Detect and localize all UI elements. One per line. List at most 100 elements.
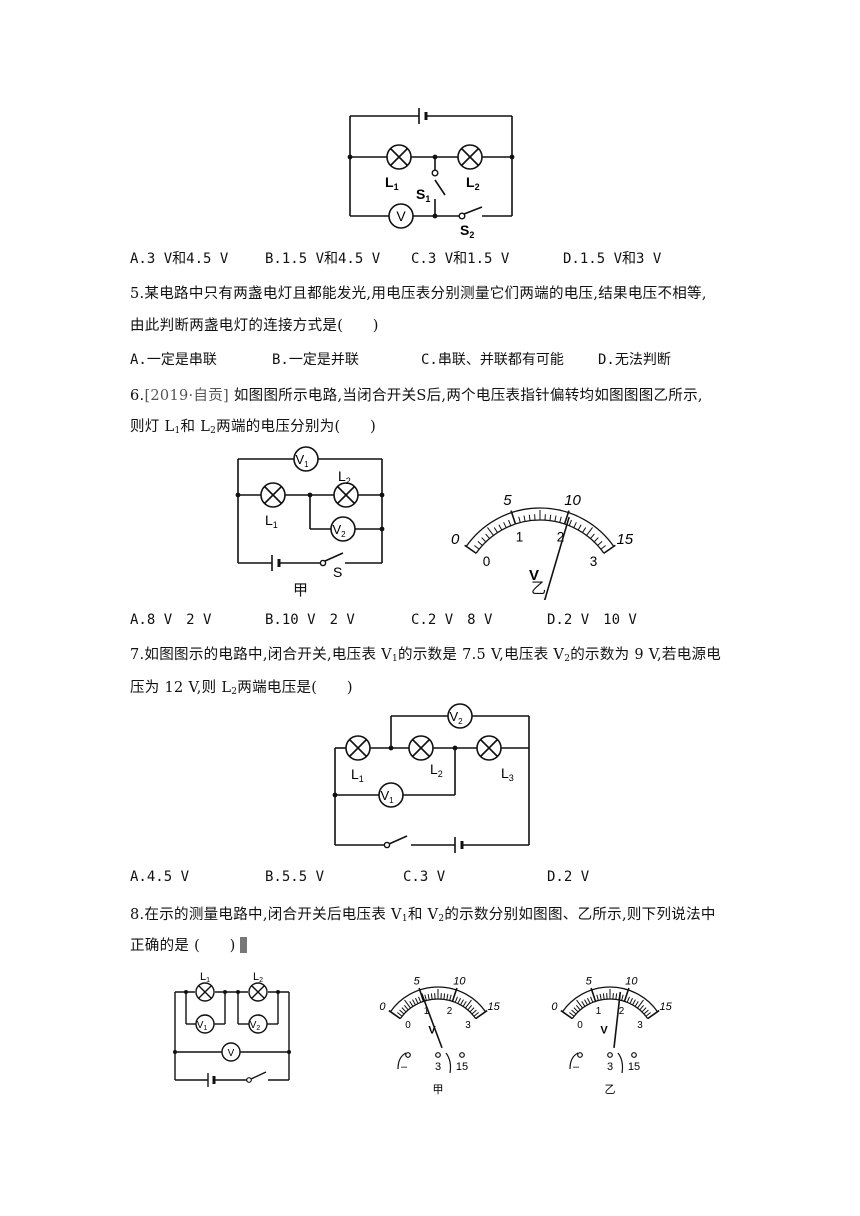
dial-tick xyxy=(460,999,464,1006)
dial-unit-label: V xyxy=(600,1024,608,1036)
q4-option-d[interactable]: D.1.5 V和3 V xyxy=(563,251,662,267)
dial-arc-inner xyxy=(475,519,605,554)
dial-tick xyxy=(510,510,517,525)
q6-option-d[interactable]: D.2 V 10 V xyxy=(547,612,637,628)
dial-tick xyxy=(559,516,562,523)
q8-lamp-l2 xyxy=(248,982,268,1002)
label-s2: S2 xyxy=(460,222,474,240)
dial-tick xyxy=(462,1001,467,1007)
q4-lamp-l1 xyxy=(386,144,412,170)
dial-inner-label: 1 xyxy=(516,529,524,544)
terminal-label: 3 xyxy=(435,1061,441,1073)
q4-option-a[interactable]: A.3 V和4.5 V xyxy=(130,251,229,267)
q6-option-a[interactable]: A.8 V 2 V xyxy=(130,612,212,628)
q8-text-line1: 8.在示的测量电路中,闭合开关后电压表 V1和 V2的示数分别如图图、乙所示,则… xyxy=(130,907,716,924)
q7-option-c[interactable]: C.3 V xyxy=(403,869,446,885)
dial-outer-label: 0 xyxy=(379,1001,386,1013)
svg-text:V1: V1 xyxy=(197,1020,208,1032)
dial-tick xyxy=(554,515,557,522)
dial-tick xyxy=(576,999,583,1009)
dial-tick xyxy=(498,524,503,531)
dial-tick xyxy=(632,999,636,1006)
dial-tick xyxy=(457,997,461,1004)
dial-tick xyxy=(568,519,572,526)
dial-tick xyxy=(563,510,570,525)
q7-option-d[interactable]: D.2 V xyxy=(547,869,590,885)
dial-tick xyxy=(508,519,512,526)
terminal-label: – xyxy=(401,1061,408,1073)
label-s1: S1 xyxy=(416,186,430,204)
q5-option-d[interactable]: D.无法判断 xyxy=(598,352,671,368)
dial-outer-label: 15 xyxy=(487,1001,500,1013)
q7-voltmeter-v1: V1 xyxy=(378,782,404,808)
dial-needle xyxy=(613,991,622,1048)
q6-option-b[interactable]: B.10 V 2 V xyxy=(265,612,355,628)
dial-outer-label: 0 xyxy=(451,531,460,548)
dial-tick xyxy=(477,541,483,546)
dial-arc-inner xyxy=(571,998,649,1019)
q7-text-line1: 7.如图图示的电路中,闭合开关,电压表 V1的示数是 7.5 V,电压表 V2的… xyxy=(130,647,722,664)
dial-tick xyxy=(575,1005,581,1011)
q6-lamp-l1 xyxy=(260,482,286,508)
dial-tick xyxy=(475,1009,488,1020)
dial-tick xyxy=(581,1001,586,1007)
dial-tick xyxy=(418,996,422,1003)
label-l1: L1 xyxy=(200,971,210,984)
label-s: S xyxy=(333,564,342,580)
dial-tick xyxy=(415,997,419,1004)
dial-tick xyxy=(626,996,630,1003)
q4-lamp-l2 xyxy=(457,144,483,170)
dial-tick xyxy=(471,1009,477,1015)
dial-tick xyxy=(597,541,603,546)
q7-lamp-l2 xyxy=(408,735,434,761)
dial-tick xyxy=(388,1009,401,1020)
dial-tick xyxy=(569,1012,575,1017)
dial-tick xyxy=(641,1007,647,1013)
q6-lamp-l2 xyxy=(333,482,359,508)
q5-text-line1: 5.某电路中只有两盏电灯且都能发光,用电压表分别测量它们两端的电压,结果电压不相… xyxy=(130,286,707,302)
q6-option-c[interactable]: C.2 V 8 V xyxy=(411,612,493,628)
q7-option-b[interactable]: B.5.5 V xyxy=(265,869,325,885)
dial-tick xyxy=(451,987,458,1002)
dial-tick xyxy=(469,1007,475,1013)
terminal-label: – xyxy=(573,1061,580,1073)
dial-tick xyxy=(603,544,616,554)
q6-caption-jia: 甲 xyxy=(293,581,309,599)
dial-inner-label: 2 xyxy=(447,1006,453,1017)
dial-tick xyxy=(523,515,526,522)
dial-outer-label: 10 xyxy=(453,975,466,987)
terminal-label: 15 xyxy=(628,1061,640,1073)
dial-outer-label: 15 xyxy=(659,1001,672,1013)
q4-option-c[interactable]: C.3 V和1.5 V xyxy=(411,251,510,267)
q8-voltmeter-v1: V1 xyxy=(195,1014,215,1034)
q4-option-b[interactable]: B.1.5 V和4.5 V xyxy=(265,251,381,267)
dial-tick xyxy=(639,1005,645,1011)
wire-lead xyxy=(569,1052,579,1070)
dial-inner-label: 0 xyxy=(577,1020,583,1031)
svg-text:V1: V1 xyxy=(295,452,309,469)
q5-option-c[interactable]: C.串联、并联都有可能 xyxy=(421,352,564,368)
dial-needle xyxy=(543,516,570,600)
q5-option-b[interactable]: B.一定是并联 xyxy=(272,352,359,368)
dial-tick xyxy=(427,993,430,1000)
q5-option-a[interactable]: A.一定是串联 xyxy=(130,352,217,368)
label-l1: L1 xyxy=(385,174,399,192)
dial-arc-outer xyxy=(465,507,615,547)
label-l2: L2 xyxy=(253,971,263,984)
wire-lead xyxy=(445,1052,452,1074)
dial-tick xyxy=(449,994,452,1001)
dial-inner-label: 0 xyxy=(483,554,491,569)
dial-tick xyxy=(424,994,427,1001)
label-l2: L2 xyxy=(338,468,351,486)
dial-inner-label: 2 xyxy=(619,1006,625,1017)
dial-inner-label: 1 xyxy=(424,1006,430,1017)
dial-tick xyxy=(549,514,552,521)
q5-text-line2: 由此判断两盏电灯的连接方式是( ) xyxy=(130,318,379,334)
q7-option-a[interactable]: A.4.5 V xyxy=(130,869,190,885)
dial-tick xyxy=(637,999,644,1009)
dial-tick xyxy=(643,1009,649,1015)
text-cursor xyxy=(239,937,247,953)
